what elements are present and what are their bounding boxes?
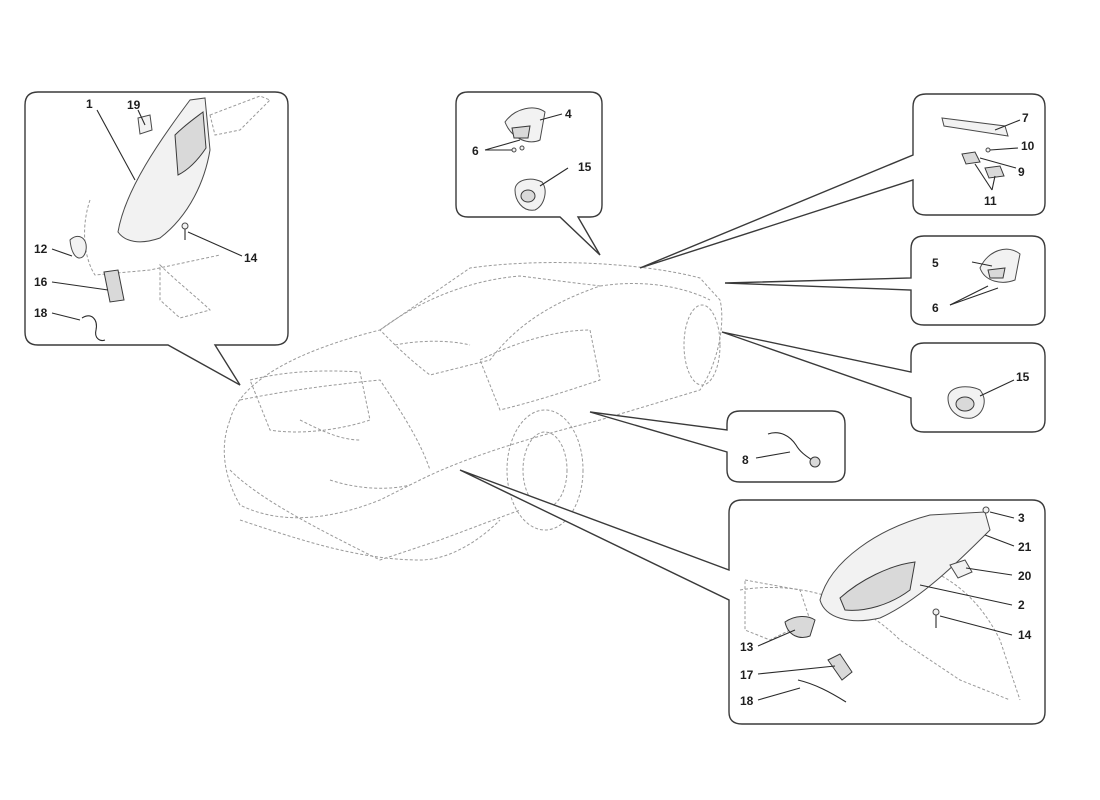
ref-label-11: 11	[984, 194, 997, 208]
car-outline	[223, 262, 723, 561]
ref-label-8: 8	[742, 453, 749, 467]
ref-label-15b: 15	[1016, 370, 1030, 384]
ref-label-20: 20	[1018, 569, 1032, 583]
ref-label-14: 14	[244, 251, 258, 265]
ref-label-14b: 14	[1018, 628, 1032, 642]
ref-label-21: 21	[1018, 540, 1032, 554]
callout-front-headlight-right: 3 21 20 2 13 14 17 18	[459, 469, 1046, 725]
bulb-16	[103, 269, 125, 303]
ref-label-18: 18	[34, 306, 48, 320]
ref-label-2: 2	[1018, 598, 1025, 612]
bulb-17	[827, 653, 853, 681]
callout-rear-side-marker: 5 6	[724, 235, 1046, 326]
ref-label-10: 10	[1021, 139, 1035, 153]
ref-label-7: 7	[1022, 111, 1029, 125]
ref-label-6b: 6	[932, 301, 939, 315]
cover-12	[69, 235, 87, 259]
brake-light-7	[941, 117, 1009, 137]
sensor-8	[809, 456, 821, 468]
ref-label-6a: 6	[472, 144, 479, 158]
bracket-20	[949, 559, 973, 579]
clip-9	[961, 151, 981, 165]
headlight-lens-right	[839, 561, 916, 611]
clip-11	[984, 165, 1005, 179]
ref-label-1: 1	[86, 97, 93, 111]
callout-front-headlight-left: 1 19 12 14 16 18	[24, 91, 289, 386]
ref-label-16: 16	[34, 275, 48, 289]
ref-label-5: 5	[932, 256, 939, 270]
callout-grommet: 15	[721, 331, 1046, 433]
ref-label-4: 4	[565, 107, 572, 121]
ref-label-17: 17	[740, 668, 754, 682]
ref-label-13: 13	[740, 640, 754, 654]
ref-label-9: 9	[1018, 165, 1025, 179]
headlight-lens-left	[174, 111, 207, 176]
ref-label-15a: 15	[578, 160, 592, 174]
ref-label-12: 12	[34, 242, 48, 256]
ref-label-18b: 18	[740, 694, 754, 708]
ref-label-19: 19	[127, 98, 141, 112]
callout-third-brake-light: 7 10 9 11	[639, 93, 1046, 269]
callout-sensor: 8	[589, 410, 846, 483]
ref-label-3: 3	[1018, 511, 1025, 525]
callout-side-marker: 4 6 15	[455, 91, 603, 256]
